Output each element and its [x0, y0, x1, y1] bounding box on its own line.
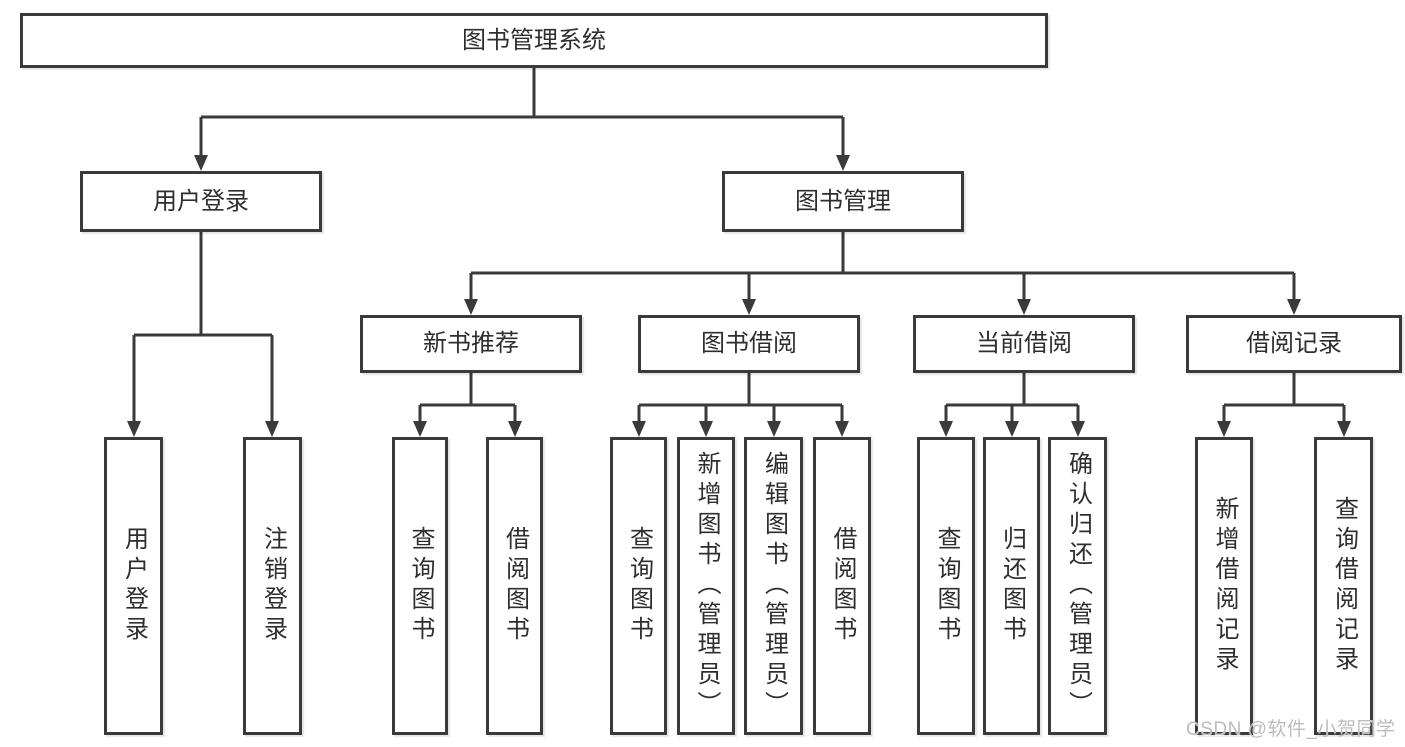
leaf-current-return-books: 归还图书: [983, 437, 1040, 735]
leaf-borrow-query-books: 查询图书: [610, 437, 667, 735]
node-borrow-record: 借阅记录: [1186, 315, 1402, 373]
leaf-current-confirm-return-admin: 确认归还（管理员）: [1048, 437, 1107, 735]
node-library-system: 图书管理系统: [20, 13, 1048, 68]
node-new-book-recommend: 新书推荐: [360, 315, 582, 373]
leaf-recommend-query-books-label: 查询图书: [407, 526, 434, 646]
leaf-current-query-books: 查询图书: [917, 437, 975, 735]
node-book-borrow-label: 图书借阅: [701, 330, 797, 357]
leaf-record-add-borrow-record: 新增借阅记录: [1195, 437, 1253, 735]
node-user-login-label: 用户登录: [153, 187, 249, 215]
leaf-current-confirm-return-admin-label: 确认归还（管理员）: [1064, 451, 1092, 721]
leaf-logout: 注销登录: [243, 437, 302, 735]
leaf-borrow-edit-books-admin-label: 编辑图书（管理员）: [760, 451, 788, 721]
leaf-record-query-borrow-record-label: 查询借阅记录: [1330, 496, 1358, 676]
leaf-user-login-label: 用户登录: [120, 526, 148, 646]
leaf-user-login: 用户登录: [104, 437, 163, 735]
leaf-recommend-borrow-books-label: 借阅图书: [501, 526, 529, 646]
leaf-current-return-books-label: 归还图书: [998, 526, 1026, 646]
leaf-borrow-query-books-label: 查询图书: [625, 526, 653, 646]
node-book-borrow: 图书借阅: [638, 315, 860, 373]
leaf-borrow-add-books-admin: 新增图书（管理员）: [677, 437, 735, 735]
leaf-borrow-edit-books-admin: 编辑图书（管理员）: [744, 437, 803, 735]
leaf-logout-label: 注销登录: [259, 526, 287, 646]
leaf-current-query-books-label: 查询图书: [933, 526, 960, 646]
node-book-management: 图书管理: [722, 171, 964, 232]
leaf-borrow-add-books-admin-label: 新增图书（管理员）: [693, 451, 720, 721]
node-user-login: 用户登录: [80, 171, 322, 232]
node-book-management-label: 图书管理: [795, 187, 891, 215]
leaf-record-add-borrow-record-label: 新增借阅记录: [1211, 496, 1238, 676]
csdn-watermark: CSDN @软件_小贺同学: [1186, 719, 1396, 740]
node-current-borrow: 当前借阅: [913, 315, 1135, 373]
node-current-borrow-label: 当前借阅: [976, 330, 1072, 357]
leaf-record-query-borrow-record: 查询借阅记录: [1314, 437, 1373, 735]
leaf-recommend-borrow-books: 借阅图书: [486, 437, 543, 735]
leaf-recommend-query-books: 查询图书: [392, 437, 448, 735]
node-borrow-record-label: 借阅记录: [1246, 330, 1342, 357]
node-new-book-recommend-label: 新书推荐: [423, 330, 519, 357]
node-library-system-label: 图书管理系统: [462, 26, 606, 54]
leaf-borrow-borrow-books: 借阅图书: [813, 437, 871, 735]
leaf-borrow-borrow-books-label: 借阅图书: [829, 526, 856, 646]
